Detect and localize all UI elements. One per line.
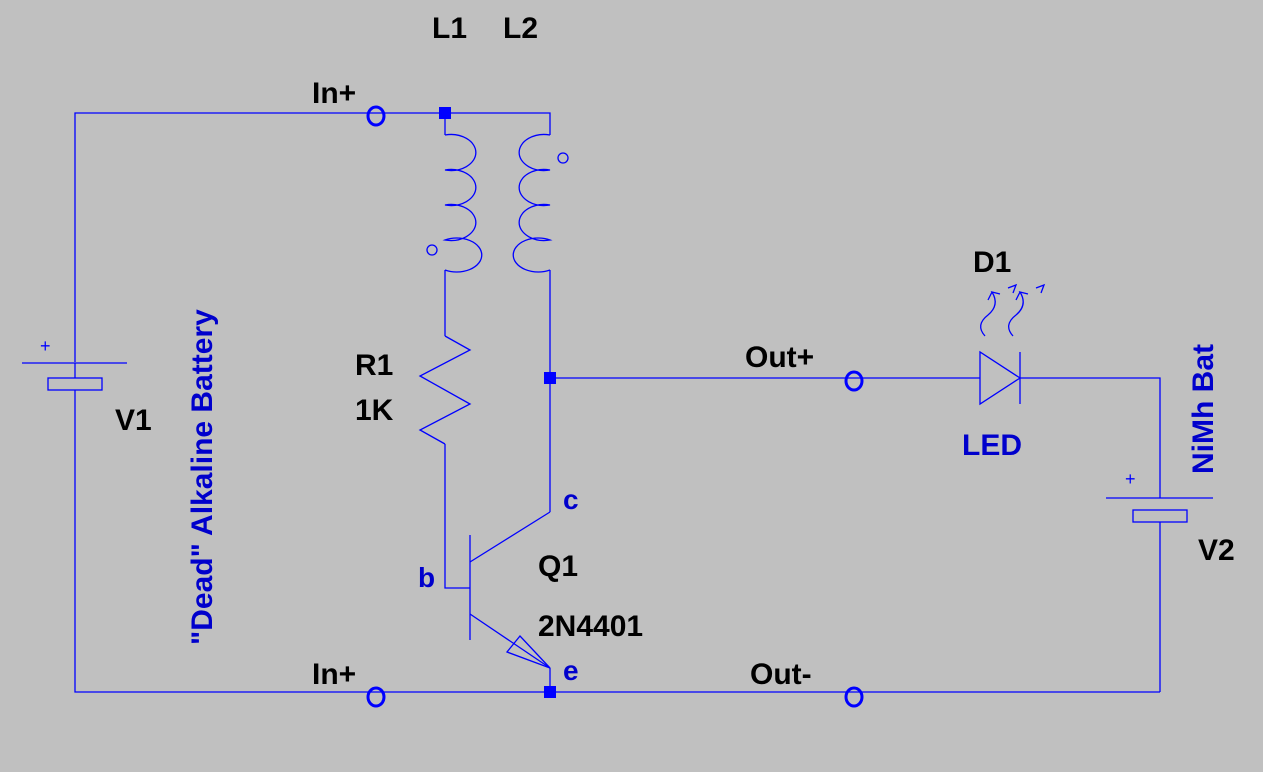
- v2-plus-mark: +: [1125, 469, 1136, 489]
- wire-r1-base: [444, 444, 470, 589]
- label-v1-description: "Dead" Alkaline Battery: [186, 309, 219, 645]
- label-q1: Q1: [538, 550, 578, 583]
- label-l1: L1: [432, 12, 467, 45]
- led-d1: [979, 283, 1046, 406]
- label-v2-description: NiMh Bat: [1187, 344, 1220, 474]
- port-out-plus: [844, 370, 864, 392]
- port-label-out-plus: Out+: [745, 341, 814, 374]
- label-v1: V1: [115, 404, 152, 437]
- wire-led-v2: [1020, 377, 1161, 498]
- junction-emitter: [544, 686, 556, 698]
- pin-label-b: b: [418, 562, 435, 593]
- label-q1-value: 2N4401: [538, 610, 643, 643]
- v1-plus-mark: +: [40, 336, 51, 356]
- resistor-r1: [418, 335, 472, 445]
- port-label-in-plus-top: In+: [312, 77, 356, 110]
- battery-v2: [1106, 497, 1213, 523]
- wire-top-rail: [74, 112, 551, 362]
- port-label-in-plus-bottom: In+: [312, 658, 356, 691]
- wire-bottom-rail: [74, 390, 1160, 693]
- port-in-plus-bottom: [366, 686, 386, 708]
- port-in-plus-top: [366, 105, 386, 127]
- label-r1: R1: [355, 349, 393, 382]
- port-out-minus: [844, 686, 864, 708]
- label-v2: V2: [1198, 534, 1235, 567]
- label-led: LED: [962, 429, 1022, 462]
- pin-label-e: e: [563, 655, 579, 686]
- pin-label-c: c: [563, 484, 579, 515]
- inductor-l1: [426, 133, 483, 273]
- port-label-out-minus: Out-: [750, 658, 812, 691]
- junction-collector: [544, 372, 556, 384]
- transistor-q1: [469, 511, 551, 669]
- label-d1: D1: [973, 246, 1011, 279]
- label-l2: L2: [503, 12, 538, 45]
- junction-top: [439, 107, 451, 119]
- battery-v1: [22, 362, 127, 391]
- wires: [74, 112, 1161, 693]
- label-r1-value: 1K: [355, 394, 394, 427]
- inductor-l2: [512, 133, 569, 273]
